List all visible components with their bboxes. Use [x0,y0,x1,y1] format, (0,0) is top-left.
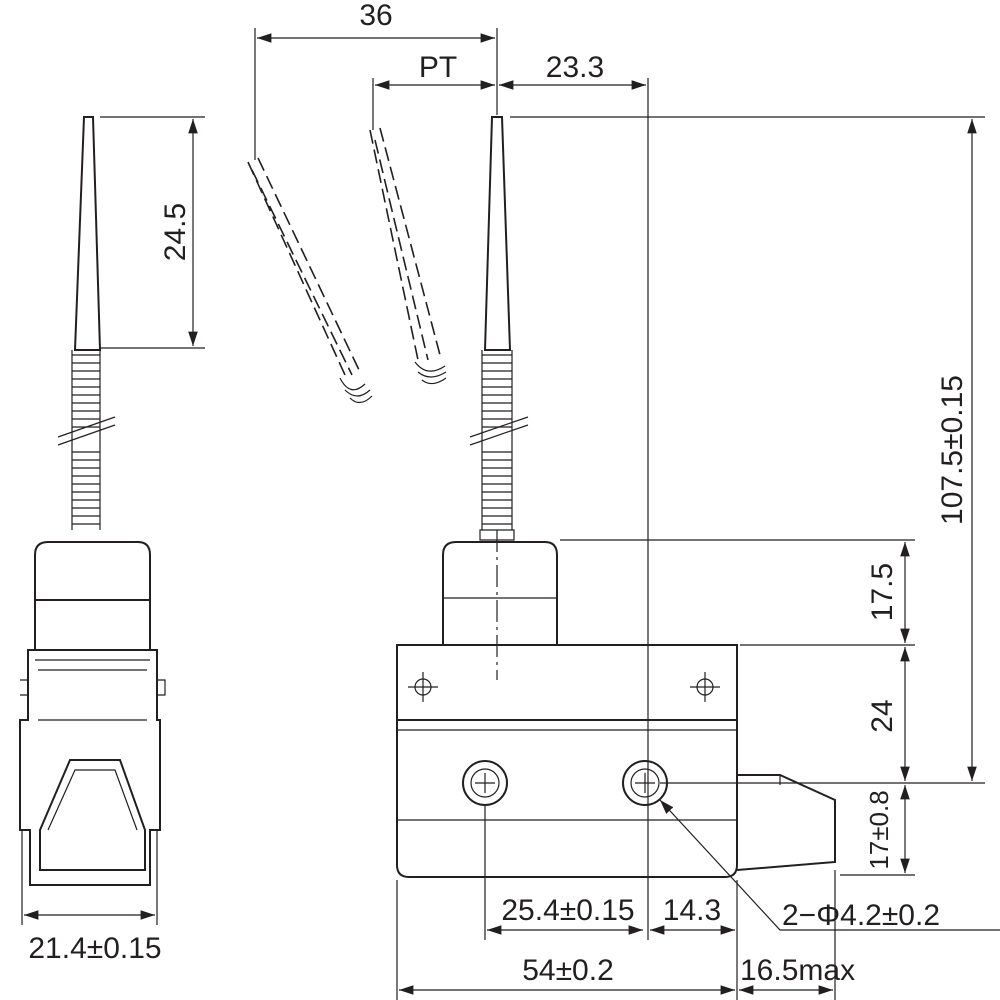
dim-hole-spec: 2−Φ4.2±0.2 [782,899,940,932]
front-dimensions: 36 PT 23.3 107.5±0.15 17.5 24 17±0.8 2−Φ… [254,0,1000,1000]
front-rod [483,116,512,351]
dim-lever-offset: 36 [359,0,392,32]
dim-hole-pitch: 25.4±0.15 [501,894,634,927]
body-upper [396,644,738,721]
side-rod [73,116,102,351]
dim-pt: PT [419,51,457,84]
dim-side-width: 21.4±0.15 [28,932,161,965]
dim-hole-to-edge: 14.3 [663,894,721,927]
side-view: 24.5 21.4±0.15 [19,116,205,965]
mount-mark-left [408,672,438,702]
side-window [39,759,146,871]
dim-cap-height: 17.5 [866,563,899,621]
dim-total-height: 107.5±0.15 [936,375,969,525]
dim-rod-tip: 24.5 [159,203,192,261]
dim-plunger-max: 16.5max [740,954,855,987]
front-spring [469,350,529,541]
front-view [396,116,836,878]
dim-hole-to-bottom: 17±0.8 [864,790,894,869]
dim-lever-to-hole: 23.3 [546,51,604,84]
mount-hole-left [462,760,508,806]
side-cap [34,541,151,601]
plunger [736,774,836,871]
mount-mark-right [690,672,720,702]
dim-body-upper: 24 [866,699,899,732]
front-cap [442,541,558,645]
lever-positions [247,127,447,404]
body-lower [396,719,738,878]
dim-body-width: 54±0.2 [522,954,614,987]
side-body [19,649,161,886]
side-spring [57,350,116,530]
